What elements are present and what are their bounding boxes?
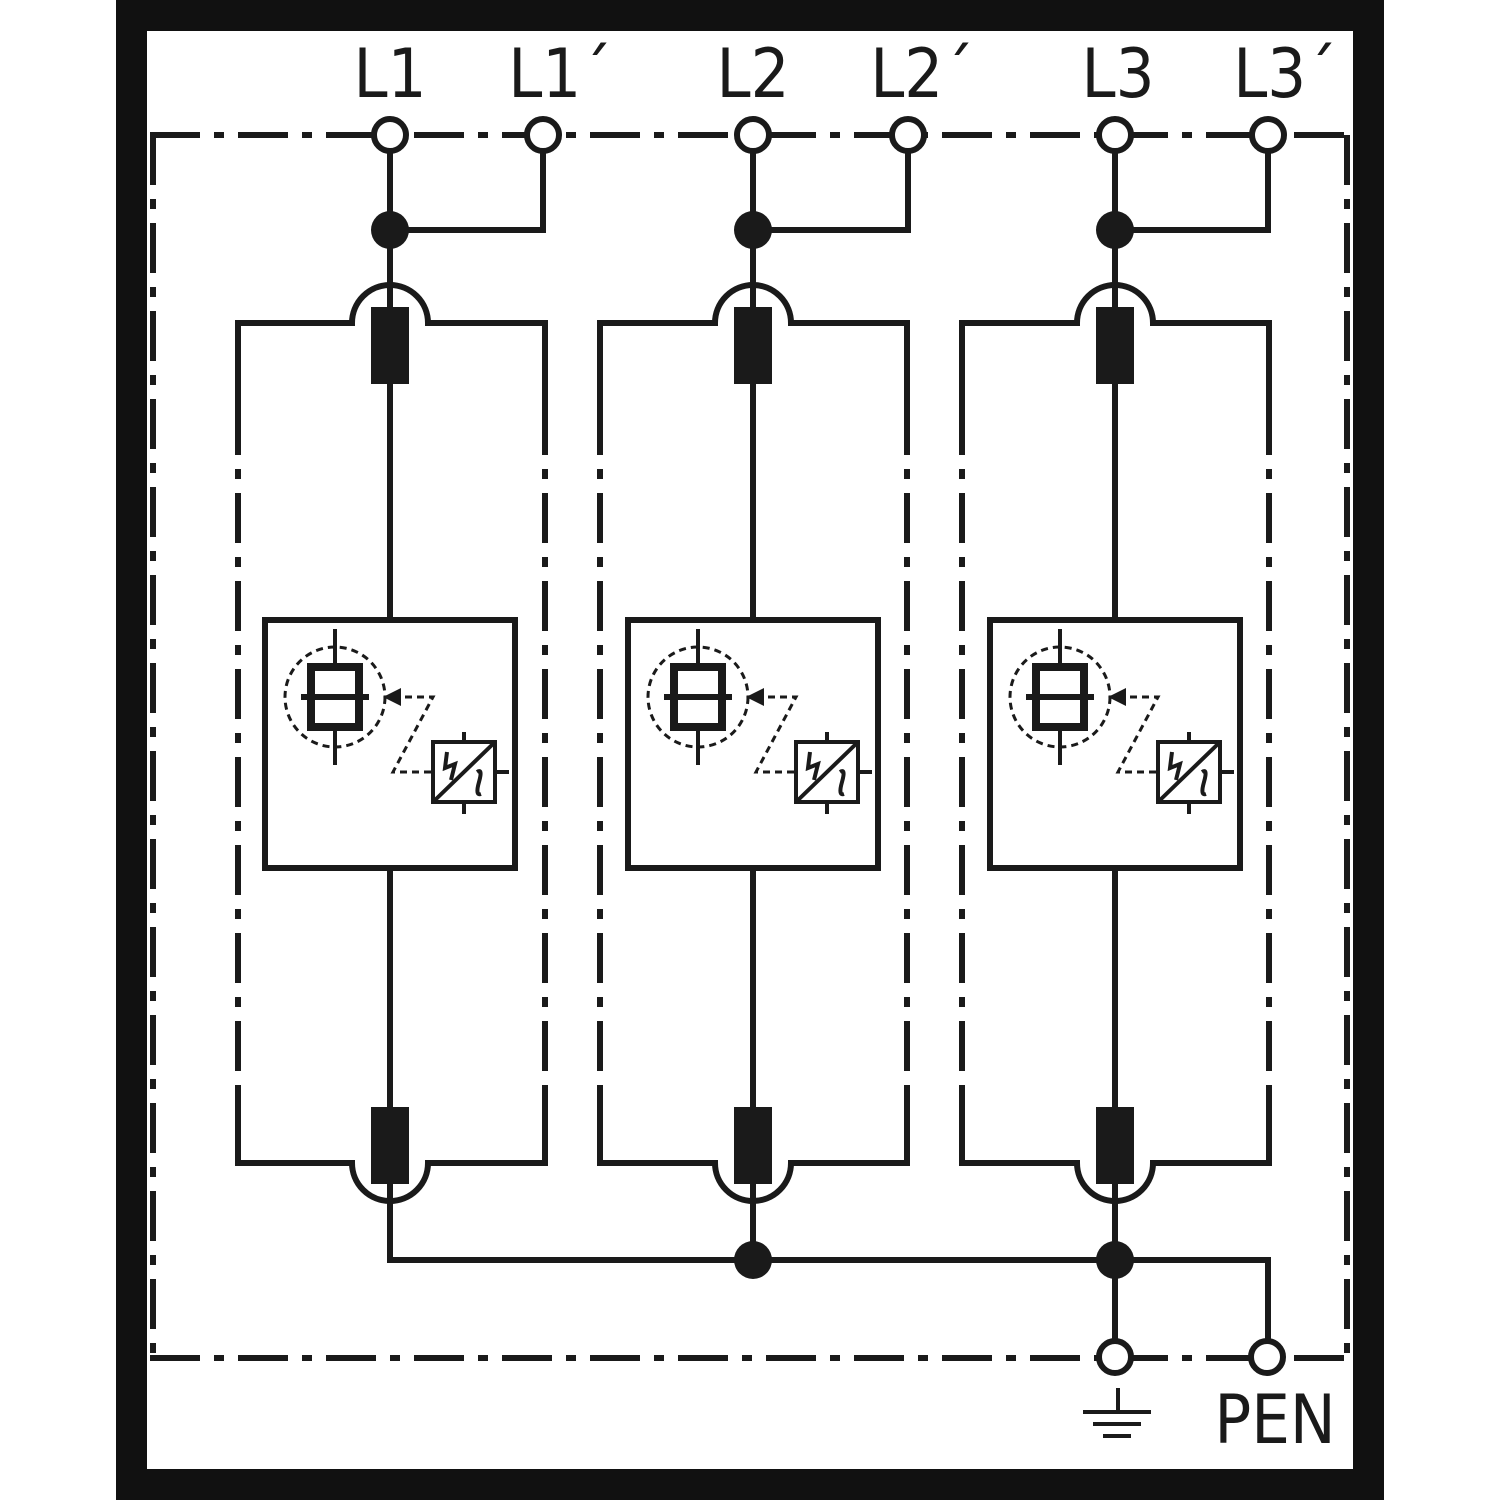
fuse-top-l2 — [734, 307, 772, 384]
earth-ground-icon — [1083, 1388, 1151, 1438]
terminal-pen — [1248, 1338, 1286, 1376]
thermal-diagonal — [431, 740, 497, 804]
terminal-label-l3: L3 — [1082, 35, 1155, 114]
thermal-icon — [1200, 769, 1208, 797]
terminal-label-l2-prime: L2´ — [870, 35, 974, 114]
fuse-bottom-l1 — [371, 1107, 409, 1184]
module-top-contact-l1 — [235, 282, 548, 405]
actuation-link-l3 — [1115, 695, 1161, 774]
thermal-disconnector-icon-l1 — [431, 732, 509, 814]
module-top-contact-l3 — [959, 282, 1272, 405]
terminal-label-l1: L1 — [354, 35, 427, 114]
terminal-label-l2: L2 — [717, 35, 790, 114]
bus-node-l2 — [734, 1241, 772, 1279]
thermal-diagonal — [794, 740, 860, 804]
actuation-arrow-icon-l3 — [1108, 688, 1126, 706]
terminal-l3p — [1249, 116, 1287, 154]
thermal-disconnector-icon-l2 — [794, 732, 872, 814]
module-bottom-contact-l2 — [597, 1085, 910, 1204]
top-terminal-labels: L1 L1´ L2 L2´ L3 L3´ — [354, 35, 1337, 114]
actuation-arrow-icon-l1 — [383, 688, 401, 706]
module-l3 — [959, 150, 1272, 1260]
lightning-icon — [805, 751, 821, 781]
module-bottom-contact-l3 — [959, 1085, 1272, 1204]
thermal-icon — [838, 769, 846, 797]
terminal-label-l3-prime: L3´ — [1233, 35, 1337, 114]
terminal-earth — [1096, 1338, 1134, 1376]
spark-gap-icon-l1 — [283, 629, 387, 765]
bus-node-l3 — [1096, 1241, 1134, 1279]
tap-wire-l2 — [750, 150, 911, 233]
thermal-icon — [475, 769, 483, 797]
phase-modules — [235, 116, 1287, 1260]
thermal-disconnector-icon-l3 — [1156, 732, 1234, 814]
thermal-diagonal — [1156, 740, 1222, 804]
terminal-l1p — [524, 116, 562, 154]
actuation-link-l2 — [753, 695, 799, 774]
terminal-l1 — [371, 116, 409, 154]
lightning-icon — [442, 751, 458, 781]
terminal-l3 — [1096, 116, 1134, 154]
actuation-arrow-icon-l2 — [746, 688, 764, 706]
tap-wire-l3 — [1112, 150, 1271, 233]
terminal-label-pen: PEN — [1214, 1381, 1335, 1460]
module-top-contact-l2 — [597, 282, 910, 405]
terminal-l2 — [734, 116, 772, 154]
module-l1 — [235, 150, 548, 1260]
spark-gap-icon-l3 — [1008, 629, 1112, 765]
common-bus — [387, 1198, 1271, 1340]
fuse-top-l3 — [1096, 307, 1134, 384]
fuse-bottom-l3 — [1096, 1107, 1134, 1184]
terminal-l2p — [889, 116, 927, 154]
lightning-icon — [1167, 751, 1183, 781]
actuation-link-l1 — [390, 695, 436, 774]
module-l2 — [597, 150, 911, 1260]
fuse-top-l1 — [371, 307, 409, 384]
terminal-label-l1-prime: L1´ — [508, 35, 612, 114]
tap-wire-l1 — [387, 150, 546, 233]
fuse-bottom-l2 — [734, 1107, 772, 1184]
bottom-terminals: PEN — [1083, 1338, 1336, 1460]
